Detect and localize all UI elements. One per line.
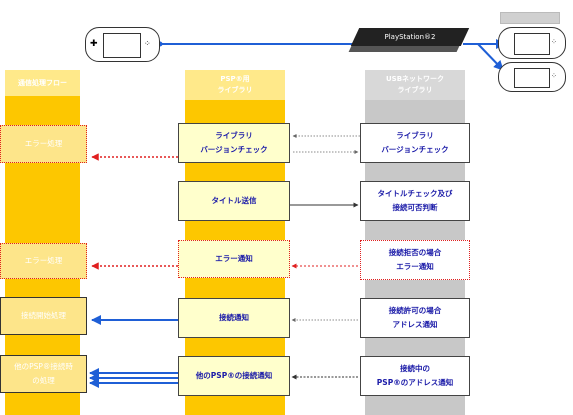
app-other-psp-box: 他のPSP®接続時 の処理 — [0, 355, 87, 393]
psp-connect-notify: 接続通知 — [178, 298, 290, 338]
psp-device-left: ✚ ⁘ — [85, 27, 160, 62]
column-usb-lib-header: USBネットワーク ライブラリ — [365, 70, 465, 100]
psp-version-check: ライブラリ バージョンチェック — [178, 123, 290, 163]
ps2-label: PlayStation®2 — [384, 33, 436, 41]
psp-title-send: タイトル送信 — [178, 181, 290, 221]
column-app-header: 通信処理フロー — [5, 70, 80, 96]
psp-device-right-1: ⁘ — [498, 27, 566, 59]
psp-screen-right-2 — [514, 68, 550, 88]
app-error-box-1: エラー処理 — [0, 125, 87, 163]
psp-error-notify: エラー通知 — [178, 240, 290, 278]
psp-group-label — [500, 12, 560, 24]
usb-allow-address: 接続許可の場合 アドレス通知 — [360, 298, 470, 338]
dpad-icon: ✚ — [90, 39, 98, 49]
psp-other-notify: 他のPSP®の接続通知 — [178, 356, 290, 396]
psp-device-right-2: ⁘ — [498, 62, 566, 92]
psp-screen — [103, 33, 141, 58]
psp-screen-right-1 — [514, 33, 550, 55]
buttons-icon-right-1: ⁘ — [551, 38, 557, 46]
column-psp-lib-header: PSP®用 ライブラリ — [185, 70, 285, 100]
app-connect-box: 接続開始処理 — [0, 297, 87, 335]
network-line-right-2 — [477, 43, 504, 71]
usb-reject-error: 接続拒否の場合 エラー通知 — [360, 240, 470, 280]
usb-connected-address: 接続中の PSP®のアドレス通知 — [360, 356, 470, 396]
usb-title-check: タイトルチェック及び 接続可否判断 — [360, 181, 470, 221]
buttons-icon-right-2: ⁘ — [551, 72, 557, 80]
buttons-icon: ⁘ — [144, 39, 151, 48]
app-error-box-2: エラー処理 — [0, 243, 87, 279]
usb-version-check: ライブラリ バージョンチェック — [360, 123, 470, 163]
ps2-console-base — [348, 46, 460, 52]
